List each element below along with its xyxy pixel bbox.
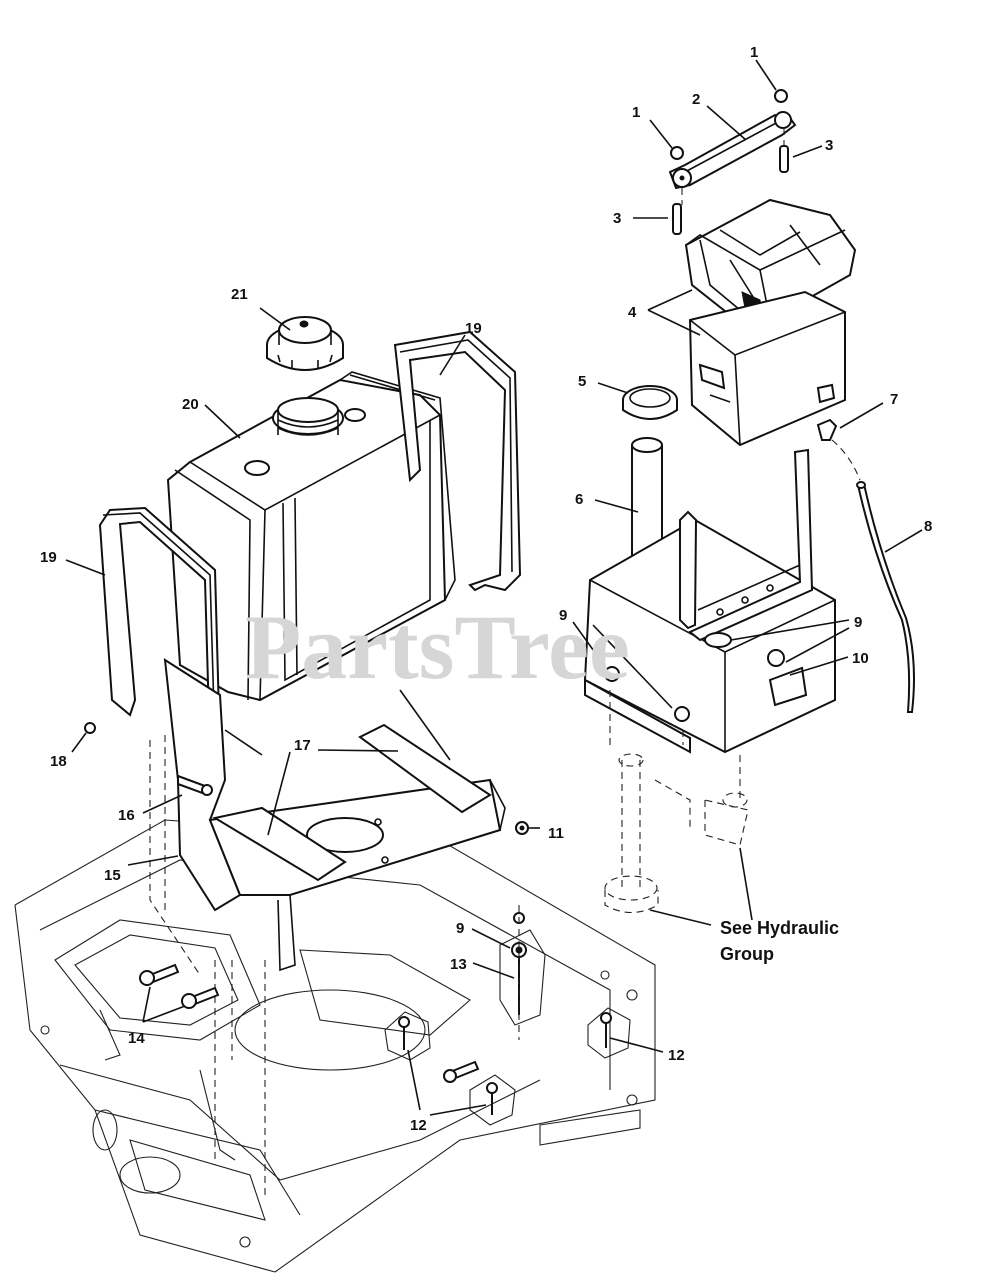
- fuel-tank: [166, 371, 456, 702]
- callout-13: 13: [450, 956, 467, 973]
- chassis-frame: [14, 735, 656, 1273]
- vent-hose: [856, 481, 915, 713]
- tank-strap-left: [98, 506, 222, 754]
- tank-strap-right: [393, 330, 522, 592]
- callout-1: 1: [750, 44, 758, 61]
- callout-11: 11: [548, 825, 564, 842]
- callout-3: 3: [613, 210, 621, 227]
- battery: [688, 290, 846, 447]
- vent-fitting: [816, 418, 861, 481]
- hydraulic-group-parts: [604, 753, 749, 914]
- callout-2: 2: [692, 91, 700, 108]
- callout-21: 21: [231, 286, 248, 303]
- callout-1: 1: [632, 104, 640, 121]
- watermark: PartsTree: [245, 596, 630, 698]
- callout-3: 3: [825, 137, 833, 154]
- callout-10: 10: [852, 650, 869, 667]
- callout-9: 9: [456, 920, 464, 937]
- note-line-1: See Hydraulic: [720, 918, 839, 938]
- chassis-bolts: [384, 905, 631, 1126]
- tank-support-bracket: [163, 658, 506, 972]
- callout-12: 12: [668, 1047, 685, 1064]
- grommet: [622, 385, 678, 420]
- callout-18: 18: [50, 753, 67, 770]
- callout-19: 19: [40, 549, 57, 566]
- callout-5: 5: [578, 373, 586, 390]
- callout-9: 9: [854, 614, 862, 631]
- fasteners-left: [84, 722, 529, 1009]
- callout-9: 9: [559, 607, 567, 624]
- callout-14: 14: [128, 1030, 145, 1047]
- hydraulic-reservoir: [583, 448, 836, 800]
- callout-19: 19: [465, 320, 482, 337]
- callout-20: 20: [182, 396, 199, 413]
- battery-hold-down: [668, 89, 797, 235]
- callout-7: 7: [890, 391, 898, 408]
- callout-6: 6: [575, 491, 583, 508]
- callout-16: 16: [118, 807, 135, 824]
- callout-12: 12: [410, 1117, 427, 1134]
- fuel-cap: [266, 316, 344, 371]
- note-line-2: Group: [720, 944, 774, 964]
- mount-pads: [212, 723, 492, 882]
- callout-8: 8: [924, 518, 932, 535]
- leader-lines: [65, 59, 923, 1116]
- callout-15: 15: [104, 867, 121, 884]
- callout-17: 17: [294, 737, 311, 754]
- callout-4: 4: [628, 304, 637, 321]
